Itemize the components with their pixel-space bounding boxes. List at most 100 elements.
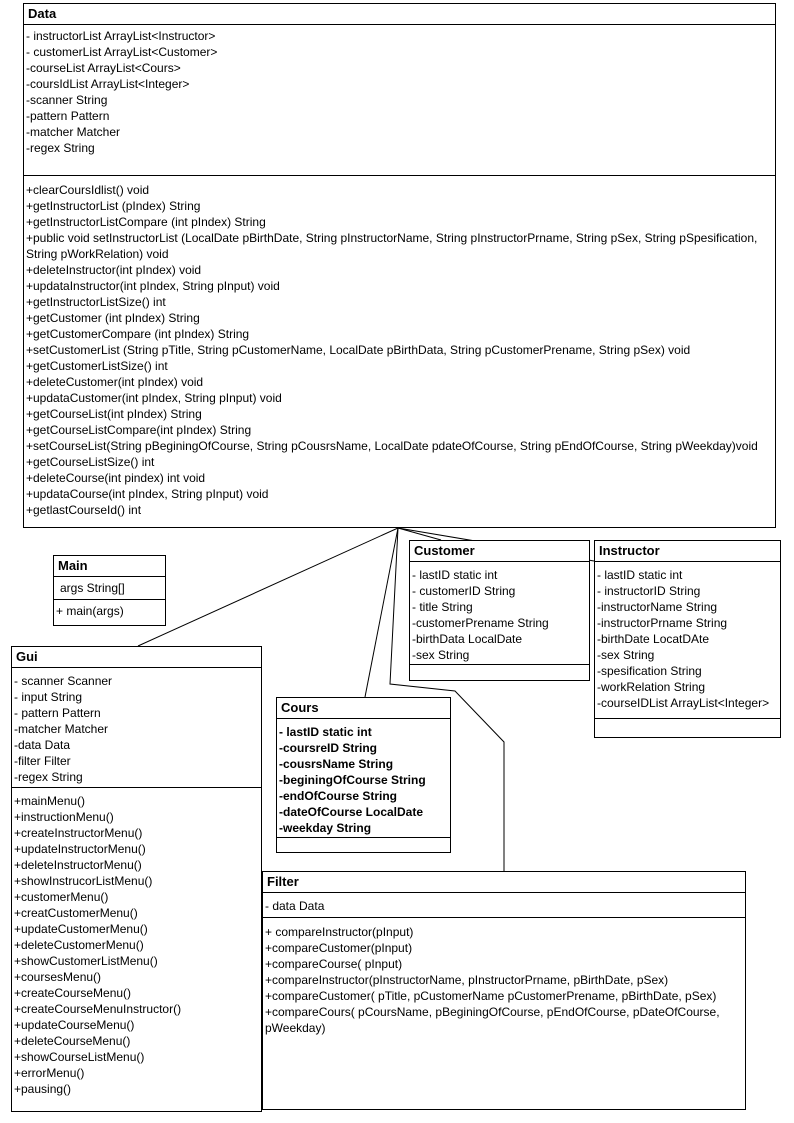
attribute-row: - scanner Scanner	[14, 674, 113, 688]
attribute-row: - customerList ArrayList<Customer>	[26, 45, 218, 59]
attribute-row: -data Data	[14, 738, 71, 752]
method-row: +instructionMenu()	[14, 810, 114, 824]
class-filter: Filter - data Data + compareInstructor(p…	[262, 871, 746, 1110]
method-row: +createInstructorMenu()	[14, 826, 143, 840]
method-row: +deleteInstructorMenu()	[14, 858, 142, 872]
method-row: +getInstructorListCompare (int pIndex) S…	[26, 215, 266, 229]
method-row: +getCustomer (int pIndex) String	[26, 311, 200, 325]
method-row: +compareCourse( pInput)	[265, 957, 403, 971]
attribute-row: -coursreID String	[279, 741, 378, 755]
class-instructor: Instructor - lastID static int - instruct…	[594, 540, 781, 738]
line-data-gui	[137, 527, 399, 647]
attribute-row: -workRelation String	[597, 680, 706, 694]
method-row: +deleteCourse(int pindex) int void	[26, 471, 206, 485]
class-name: Cours	[277, 698, 450, 719]
method-row: +public void setInstructorList (LocalDat…	[26, 231, 758, 261]
method-row: +getInstructorList (pIndex) String	[26, 199, 201, 213]
method-row: +getlastCourseId() int	[26, 503, 142, 517]
attribute-row: -spesification String	[597, 664, 702, 678]
attributes-section: - data Data	[263, 893, 745, 918]
method-row: +compareCustomer( pTitle, pCustomerName …	[265, 989, 717, 1003]
method-row: +getCourseListCompare(int pIndex) String	[26, 423, 252, 437]
method-row: +getCustomerCompare (int pIndex) String	[26, 327, 250, 341]
method-row: +updateCourseMenu()	[14, 1018, 135, 1032]
attributes-section: - lastID static int- customerID String- …	[410, 562, 589, 665]
attributes-section: - scanner Scanner- input String- pattern…	[12, 668, 261, 788]
method-row: +compareCustomer(pInput)	[265, 941, 413, 955]
method-row: +createCourseMenu()	[14, 986, 132, 1000]
line-data-customer	[397, 527, 442, 541]
attribute-row: -scanner String	[26, 93, 108, 107]
methods-section: + compareInstructor(pInput) +compareCusto…	[263, 918, 745, 1039]
class-name: Data	[24, 4, 775, 25]
attribute-row: - lastID static int	[279, 725, 372, 739]
methods-section: +mainMenu() +instructionMenu() +createInst…	[12, 788, 261, 1100]
method-row: +compareCours( pCoursName, pBeginingOfCo…	[265, 1005, 720, 1035]
attribute-row: -courseList ArrayList<Cours>	[26, 61, 181, 75]
method-row: +showCustomerListMenu()	[14, 954, 158, 968]
method-row: +mainMenu()	[14, 794, 86, 808]
attribute-row: -coursIdList ArrayList<Integer>	[26, 77, 190, 91]
method-row: +showCourseListMenu()	[14, 1050, 145, 1064]
class-name: Gui	[12, 647, 261, 668]
method-row: +setCustomerList (String pTitle, String …	[26, 343, 691, 357]
line-data-cours	[364, 527, 399, 698]
attribute-row: - instructorID String	[597, 584, 701, 598]
attribute-row: -filter Filter	[14, 754, 71, 768]
method-row: +createCourseMenuInstructor()	[14, 1002, 182, 1016]
method-row: +creatCustomerMenu()	[14, 906, 138, 920]
attribute-row: -instructorPrname String	[597, 616, 728, 630]
method-row: +errorMenu()	[14, 1066, 85, 1080]
class-name: Customer	[410, 541, 589, 562]
method-row: +updataCustomer(int pIndex, String pInpu…	[26, 391, 282, 405]
methods-section	[277, 838, 450, 844]
attribute-row: -cousrsName String	[279, 757, 394, 771]
attributes-section: - instructorList ArrayList<Instructor> - …	[24, 25, 775, 176]
methods-section: +clearCoursIdlist() void +getInstructorLi…	[24, 176, 775, 521]
attribute-row: -birthDate LocatDAte	[597, 632, 710, 646]
method-row: +pausing()	[14, 1082, 72, 1096]
attribute-row: -matcher Matcher	[26, 125, 121, 139]
class-cours: Cours - lastID static int -coursreID Stri…	[276, 697, 451, 853]
attributes-section: args String[]	[54, 577, 165, 600]
method-row: +updateCustomerMenu()	[14, 922, 148, 936]
line-data-filter	[389, 527, 505, 871]
method-row: +showInstrucorListMenu()	[14, 874, 153, 888]
attribute-row: -sex String	[412, 648, 470, 662]
attribute-row: - lastID static int	[597, 568, 683, 582]
method-row: +compareInstructor(pInstructorName, pIns…	[265, 973, 669, 987]
class-name: Filter	[263, 872, 745, 893]
attribute-row: -matcher Matcher	[14, 722, 109, 736]
attribute-row: args String[]	[60, 581, 125, 595]
method-row: +setCourseList(String pBeginingOfCourse,…	[26, 439, 758, 453]
method-row: +deleteCustomer(int pIndex) void	[26, 375, 204, 389]
method-row: +clearCoursIdlist() void	[26, 183, 150, 197]
attribute-row: -pattern Pattern	[26, 109, 110, 123]
method-row: +deleteCustomerMenu()	[14, 938, 144, 952]
method-row: +customerMenu()	[14, 890, 109, 904]
method-row: +deleteCourseMenu()	[14, 1034, 131, 1048]
methods-section	[595, 719, 780, 725]
attribute-row: -birthData LocalDate	[412, 632, 523, 646]
attribute-row: -customerPrename String	[412, 616, 549, 630]
attribute-row: -beginingOfCourse String	[279, 773, 426, 787]
attribute-row: - instructorList ArrayList<Instructor>	[26, 29, 216, 43]
class-name: Main	[54, 556, 165, 577]
attribute-row: -instructorName String	[597, 600, 718, 614]
method-row: + compareInstructor(pInput)	[265, 925, 414, 939]
attribute-row: -sex String	[597, 648, 655, 662]
class-data: Data - instructorList ArrayList<Instruct…	[23, 3, 776, 528]
attribute-row: - title String	[412, 600, 473, 614]
method-row: +updataInstructor(int pIndex, String pIn…	[26, 279, 280, 293]
method-row: + main(args)	[56, 604, 124, 618]
methods-section: + main(args)	[54, 600, 165, 622]
class-gui: Gui - scanner Scanner- input String- pat…	[11, 646, 262, 1112]
attribute-row: - customerID String	[412, 584, 516, 598]
method-row: +getCourseList(int pIndex) String	[26, 407, 202, 421]
attributes-section: - lastID static int - instructorID String…	[595, 562, 780, 719]
class-name: Instructor	[595, 541, 780, 562]
attribute-row: -dateOfCourse LocalDate	[279, 805, 424, 819]
method-row: +getCustomerListSize() int	[26, 359, 168, 373]
attribute-row: - data Data	[265, 899, 325, 913]
attribute-row: -regex String	[26, 141, 95, 155]
